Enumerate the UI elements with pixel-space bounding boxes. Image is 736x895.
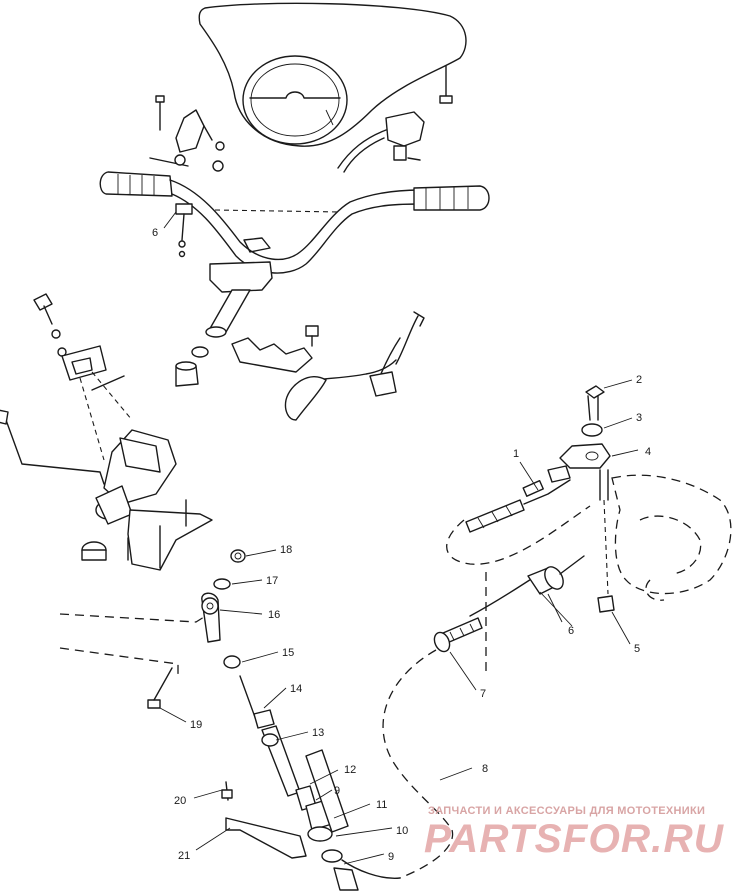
cable-bracket xyxy=(231,325,319,373)
callout-8: 8 xyxy=(482,763,488,775)
steering-post xyxy=(175,237,273,387)
callout-13: 13 xyxy=(312,727,324,739)
lower-linkage xyxy=(147,549,401,891)
watermark-logo: PARTSFOR.RU xyxy=(424,817,724,861)
callout-10: 10 xyxy=(396,825,408,837)
right-bracket-assembly xyxy=(547,385,732,613)
throttle-cable xyxy=(446,479,591,676)
callout-4: 4 xyxy=(645,446,651,458)
callout-16: 16 xyxy=(268,609,280,621)
watermark-tagline: ЗАПЧАСТИ И АКСЕССУАРЫ ДЛЯ МОТОТЕХНИКИ xyxy=(428,805,705,817)
callout-21: 21 xyxy=(178,850,190,862)
callout-19: 19 xyxy=(190,719,202,731)
callout-1: 1 xyxy=(513,448,519,460)
callout-7: 7 xyxy=(480,688,486,700)
callout-18: 18 xyxy=(280,544,292,556)
mount-bracket-assembly xyxy=(0,293,213,571)
callout-9-upper: 9 xyxy=(334,785,340,797)
callout-20: 20 xyxy=(174,795,186,807)
callout-11: 11 xyxy=(376,799,387,811)
choke-cable xyxy=(382,555,585,879)
callout-3: 3 xyxy=(636,412,642,424)
handlebar xyxy=(99,171,490,274)
callouts: 1 2 3 4 5 6 6 7 8 9 9 10 11 12 13 14 15 … xyxy=(152,227,651,863)
callout-5: 5 xyxy=(634,643,640,655)
brake-lever-group xyxy=(149,95,225,258)
leader-lines xyxy=(159,211,639,865)
callout-12: 12 xyxy=(344,764,356,776)
callout-2: 2 xyxy=(636,374,642,386)
headlight-pod xyxy=(198,2,467,147)
callout-14: 14 xyxy=(290,683,302,695)
callout-17: 17 xyxy=(266,575,278,587)
tether-switch xyxy=(284,311,425,421)
callout-9-lower: 9 xyxy=(388,851,394,863)
guide-lines-left xyxy=(59,611,213,676)
callout-6-handlebar: 6 xyxy=(152,227,158,239)
callout-6: 6 xyxy=(568,625,574,637)
watermark: ЗАПЧАСТИ И АКСЕССУАРЫ ДЛЯ МОТОТЕХНИКИ PA… xyxy=(424,805,724,861)
throttle-housing xyxy=(337,111,425,173)
callout-15: 15 xyxy=(282,647,294,659)
